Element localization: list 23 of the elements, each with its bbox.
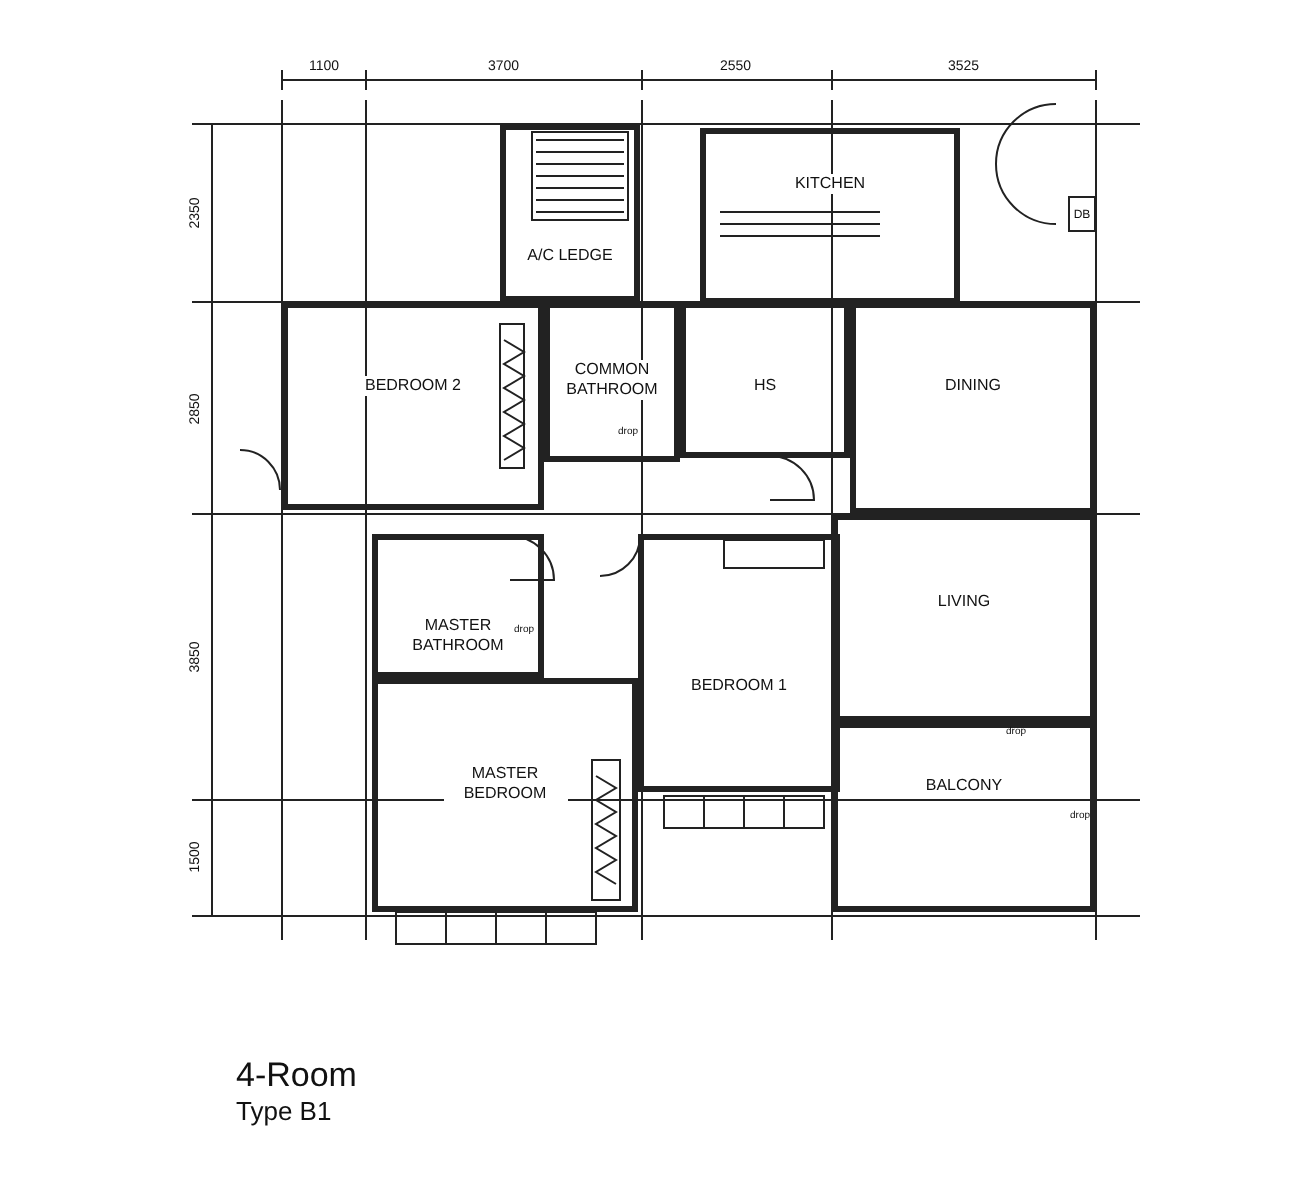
room-outline xyxy=(372,534,544,678)
caption: Type B1 xyxy=(236,1096,332,1126)
room-outline xyxy=(544,302,680,462)
room-outline xyxy=(372,678,638,912)
room-label: BALCONY xyxy=(923,776,1005,796)
title: 4-Room xyxy=(236,1056,357,1096)
room-outline xyxy=(832,514,1096,722)
room-outline xyxy=(282,302,544,510)
room-label: LIVING xyxy=(935,592,993,612)
room-label: BEDROOM 1 xyxy=(688,676,789,696)
room-label: BEDROOM 2 xyxy=(362,376,463,396)
room-outline xyxy=(1068,196,1096,232)
room-label: MASTER BEDROOM xyxy=(443,764,567,804)
room-outline xyxy=(832,722,1096,912)
room-outline xyxy=(850,302,1096,514)
room-label: DINING xyxy=(943,376,1003,396)
room-outline xyxy=(500,124,640,302)
room-outline xyxy=(700,128,960,304)
room-label: A/C LEDGE xyxy=(525,246,615,266)
room-label: HS xyxy=(751,376,779,396)
room-outline xyxy=(680,302,850,458)
room-outline xyxy=(638,534,840,792)
room-label: KITCHEN xyxy=(792,174,868,194)
